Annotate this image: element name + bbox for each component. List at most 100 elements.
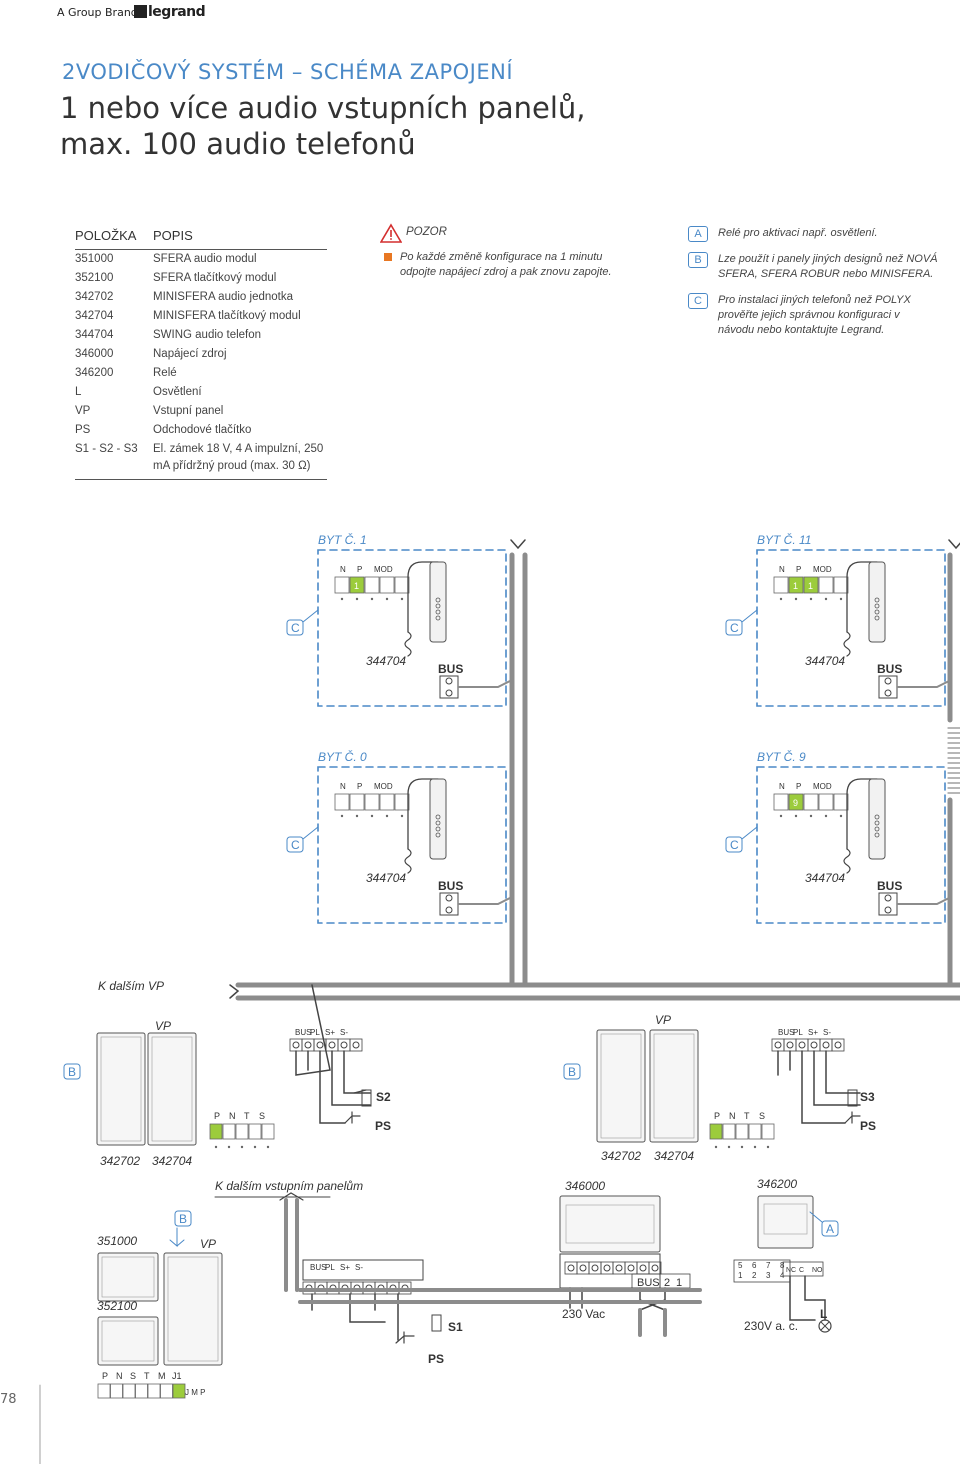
lock-s1	[431, 1314, 442, 1332]
terminal-block	[439, 892, 459, 916]
terminal	[624, 1261, 638, 1275]
config-slot	[803, 793, 819, 811]
note-c-badge	[725, 619, 743, 636]
config-slot	[833, 576, 849, 594]
config-header: N	[779, 565, 785, 574]
item-desc: Napájecí zdroj	[153, 348, 227, 360]
relay-output: C	[799, 1267, 804, 1274]
note-b-badge	[174, 1210, 192, 1227]
terminal-screw	[445, 894, 453, 902]
section-title: 2VODIČOVÝ SYSTÉM – SCHÉMA ZAPOJENÍ	[62, 60, 514, 84]
terminal-screw	[579, 1264, 587, 1272]
bottom-terminal-label: S	[130, 1371, 136, 1381]
phone-button	[874, 814, 880, 820]
terminal	[588, 1261, 602, 1275]
note-a-letter: A	[826, 1222, 834, 1236]
bottom-slot	[122, 1383, 136, 1399]
bottom-slot	[97, 1383, 111, 1399]
next-panels-label: K dalším vstupním panelům	[215, 1179, 363, 1193]
terminal	[807, 1038, 821, 1052]
vp-terminal-label: BUS	[778, 1028, 794, 1037]
terminal	[648, 1261, 662, 1275]
legrand-logo: legrand	[134, 4, 206, 20]
phone-code: 344704	[805, 871, 845, 885]
terminal-screw	[786, 1041, 794, 1049]
config-value: 1	[793, 581, 798, 591]
panel-face	[653, 1033, 695, 1139]
cfg-dot	[240, 1145, 244, 1149]
config-header: MOD	[813, 782, 832, 791]
item-code: 352100	[75, 272, 114, 284]
terminal	[831, 1038, 845, 1052]
terminal	[612, 1261, 626, 1275]
bottom-terminal-label: S+	[340, 1263, 350, 1272]
apartment-label: BYT Č. 1	[318, 532, 367, 547]
note-badge: A	[688, 226, 708, 242]
terminal-screw	[627, 1264, 635, 1272]
terminal-screw	[445, 906, 453, 914]
phone-code: 344704	[805, 654, 845, 668]
note-c-badge	[286, 619, 304, 636]
relay-terminal: 4	[780, 1271, 785, 1280]
cfg-slot	[235, 1123, 249, 1140]
terminal-screw	[651, 1264, 659, 1272]
config-dot	[355, 814, 359, 818]
vp-terminal-label: BUS	[295, 1028, 311, 1037]
item-desc: SWING audio telefon	[153, 329, 262, 341]
bus-end-marker	[510, 539, 526, 550]
vp-label: VP	[200, 1237, 216, 1251]
phone-button	[874, 820, 880, 826]
bus-label: BUS	[438, 662, 463, 676]
config-dot	[355, 597, 359, 601]
code-342704: 342704	[654, 1149, 694, 1163]
cfg-dot	[714, 1145, 718, 1149]
config-value: 1	[808, 581, 813, 591]
item-code: PS	[75, 424, 91, 436]
ps-label: PS	[860, 1119, 876, 1133]
config-slot	[773, 576, 789, 594]
config-dot	[794, 597, 798, 601]
terminal-screw	[798, 1041, 806, 1049]
handset-icon	[407, 778, 439, 850]
lamp-icon	[818, 1319, 832, 1333]
bottom-slot	[160, 1383, 173, 1399]
vp-label: VP	[655, 1013, 671, 1027]
config-dot	[385, 814, 389, 818]
note-c-letter: C	[730, 621, 739, 635]
terminal-screw	[603, 1264, 611, 1272]
bus-label: BUS	[877, 662, 902, 676]
supply-terminal: 1	[676, 1277, 682, 1289]
vp-terminal-label: PL	[793, 1028, 803, 1037]
cfg-dot	[753, 1145, 757, 1149]
relay-output: NO	[812, 1267, 823, 1274]
item-desc: Vstupní panel	[153, 405, 224, 417]
phone-drop-wire	[457, 679, 513, 688]
config-dot	[824, 814, 828, 818]
relay	[757, 1195, 814, 1249]
ps-button-icon	[395, 1331, 415, 1344]
bottom-terminal-label: PL	[325, 1263, 335, 1272]
supply-terminal: 2	[664, 1277, 670, 1289]
relay-output: NC	[786, 1267, 796, 1274]
config-slot	[379, 576, 395, 594]
vp-wire	[825, 1050, 861, 1094]
note-text: Pro instalaci jiných telefonů než POLYX …	[718, 294, 911, 336]
warning-icon	[380, 223, 402, 243]
relay-terminal: 1	[738, 1271, 743, 1280]
vp-terminal-label: S-	[340, 1028, 348, 1037]
phone-button	[435, 814, 441, 820]
relay-output-strip	[782, 1261, 824, 1277]
panel-face	[167, 1256, 219, 1362]
terminal	[301, 1038, 315, 1052]
config-dot	[385, 597, 389, 601]
config-dot	[824, 597, 828, 601]
cfg-header: P	[214, 1111, 220, 1121]
terminal-screw	[445, 689, 453, 697]
vp-module	[596, 1029, 646, 1143]
handset-cord	[404, 848, 412, 874]
note-arrow	[741, 826, 758, 840]
power-supply	[559, 1195, 661, 1253]
